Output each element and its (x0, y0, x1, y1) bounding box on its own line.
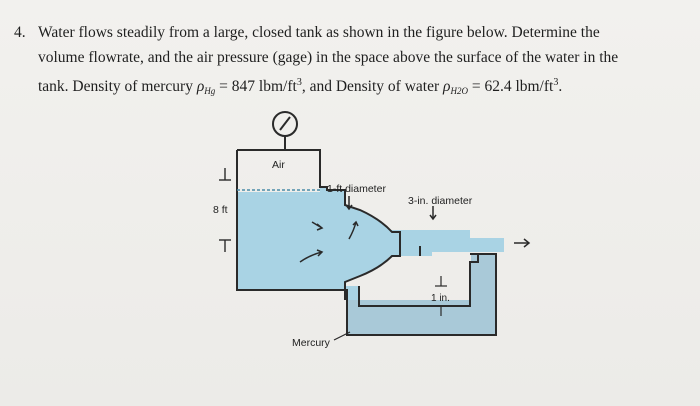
jet-diameter-label: 3-in. diameter (408, 195, 473, 207)
air-label: Air (272, 159, 285, 171)
height-dimension (219, 168, 231, 252)
mercury-label: Mercury (292, 337, 331, 349)
mercury-leader (333, 331, 351, 341)
mercury-density-value: = 847 lbm/ft (215, 78, 297, 95)
text-period: . (558, 78, 563, 95)
tank-outline (236, 149, 497, 336)
water-density-value: = 62.4 lbm/ft (467, 78, 554, 95)
problem-line-3: tank. Density of mercury ρHg = 847 lbm/f… (38, 70, 562, 104)
manometer-label: 1 in. (431, 293, 450, 304)
flow-arrows (299, 196, 531, 263)
exponent-2: 3 (553, 77, 559, 88)
rho-symbol: ρ (196, 78, 205, 95)
pipe-diameter-label: 1-ft diameter (327, 183, 386, 195)
water-jet (432, 238, 504, 252)
rho-hg-subscript: Hg (204, 86, 216, 96)
exponent-1: 3 (296, 77, 302, 88)
manometer-dimension (435, 276, 447, 316)
problem-line-1: Water flows steadily from a large, close… (38, 24, 600, 41)
pressure-gauge-icon (272, 111, 298, 150)
problem-line-2: volume flowrate, and the air pressure (g… (38, 49, 619, 66)
problem-number: 4. (14, 24, 26, 41)
rho-symbol-2: ρ (443, 78, 451, 95)
text-density-water: , and Density of water (301, 78, 443, 95)
text-density-mercury: tank. Density of mercury (38, 78, 197, 95)
rho-h2o-subscript: H2O (450, 86, 468, 96)
water-fill (237, 187, 470, 300)
height-label: 8 ft (213, 204, 228, 216)
